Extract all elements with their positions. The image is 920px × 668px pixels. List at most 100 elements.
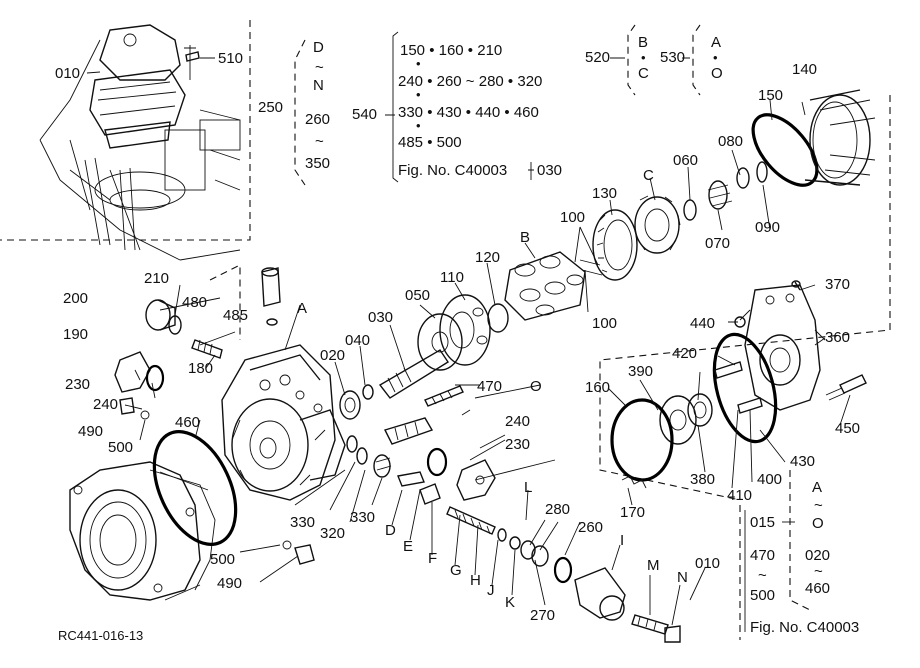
label-J: J <box>487 582 495 599</box>
plate-050 <box>417 313 463 371</box>
plug-230-240a <box>114 351 165 393</box>
small-040 <box>362 384 374 400</box>
pistons-B <box>504 251 586 321</box>
label-080: 080 <box>718 133 743 150</box>
label-D: D <box>385 522 396 539</box>
parts-380-420 <box>659 361 763 445</box>
label-320: 320 <box>320 525 345 542</box>
label-520: 520 <box>585 49 610 66</box>
label-360: 360 <box>825 329 850 346</box>
spool-230-240 <box>384 417 496 501</box>
label-010-main: 010 <box>695 555 720 572</box>
small-parts-060-090 <box>683 161 768 221</box>
range-540-ref: Fig. No. C40003 <box>398 162 507 179</box>
label-420: 420 <box>672 345 697 362</box>
rb-col2-v2: 460 <box>805 580 830 597</box>
label-N: N <box>677 569 688 586</box>
label-200: 200 <box>63 290 88 307</box>
label-110: 110 <box>440 269 464 286</box>
leader-lines <box>86 57 851 626</box>
inset-machine-view <box>39 24 241 261</box>
label-260: 260 <box>578 519 603 536</box>
label-L: L <box>524 479 532 496</box>
label-050: 050 <box>405 287 430 304</box>
range-540-line3: 330 • 430 • 440 • 460 <box>398 104 539 121</box>
label-020: 020 <box>320 347 345 364</box>
label-440: 440 <box>690 315 715 332</box>
svg-text:•: • <box>416 56 421 71</box>
svg-text:•: • <box>713 50 718 65</box>
label-M: M <box>647 557 660 574</box>
bolt-510 <box>185 51 200 62</box>
label-190: 190 <box>63 326 88 343</box>
label-230-right: 230 <box>505 436 530 453</box>
hub-460-flange <box>69 461 216 601</box>
part-labels: 010 510 250 540 520 530 140 150 060 080 … <box>55 49 860 624</box>
label-070: 070 <box>705 235 730 252</box>
label-B: B <box>520 229 530 246</box>
ring-460 <box>152 430 238 546</box>
range-bottom-right-block: 015 470 ~ 500 A ~ O 020 ~ 460 Fig. No. C… <box>744 479 859 636</box>
range-from: D <box>313 39 324 56</box>
bolt-470 <box>424 385 464 407</box>
label-100-bottom: 100 <box>592 315 617 332</box>
bracket-right-lower <box>789 470 811 611</box>
label-150: 150 <box>758 87 783 104</box>
retainer-120 <box>487 303 509 333</box>
bolt-490-500a <box>119 397 150 420</box>
range-540-block: 150 • 160 • 210 • 240 • 260 ~ 280 • 320 … <box>392 31 562 183</box>
bracket-480 <box>209 264 241 340</box>
rb-col1-bot: 500 <box>750 587 775 604</box>
label-490-left: 490 <box>78 423 103 440</box>
range-530-top: A <box>711 34 721 51</box>
label-460: 460 <box>175 414 200 431</box>
label-I: I <box>620 532 624 549</box>
label-210: 210 <box>144 270 169 287</box>
label-100-top: 100 <box>560 209 585 226</box>
bolt-490-500b <box>282 540 315 565</box>
range-530-bottom: O <box>711 65 723 82</box>
label-280: 280 <box>545 501 570 518</box>
shaft-030 <box>378 349 449 399</box>
label-230-left: 230 <box>65 376 90 393</box>
label-C: C <box>643 167 654 184</box>
label-A: A <box>297 300 307 317</box>
plate-130 <box>592 209 638 281</box>
rb-col2-top: A <box>812 479 822 496</box>
range-d-n-block: D ~ N 260 ~ 350 <box>305 39 330 172</box>
label-370: 370 <box>825 276 850 293</box>
label-040: 040 <box>345 332 370 349</box>
label-060: 060 <box>673 152 698 169</box>
rb-col2-v1: 020 <box>805 547 830 564</box>
label-160: 160 <box>585 379 610 396</box>
label-330-right: 330 <box>350 509 375 526</box>
bolt-450 <box>825 374 867 401</box>
label-510: 510 <box>218 50 243 67</box>
ring-150 <box>751 113 819 187</box>
svg-text:~: ~ <box>814 563 823 580</box>
bearing-020 <box>339 390 361 420</box>
svg-text:~: ~ <box>315 133 324 150</box>
label-400: 400 <box>757 471 782 488</box>
label-130: 130 <box>592 185 617 202</box>
range-520-block: B • C <box>638 34 649 82</box>
label-410: 410 <box>727 487 752 504</box>
svg-text:•: • <box>416 118 421 133</box>
label-170: 170 <box>620 504 645 521</box>
label-G: G <box>450 562 462 579</box>
label-240-right: 240 <box>505 413 530 430</box>
label-270: 270 <box>530 607 555 624</box>
seals-320-330 <box>346 435 392 478</box>
inset-border <box>0 20 251 241</box>
spool-D-N <box>397 471 681 643</box>
rb-col2-mid: O <box>812 515 824 532</box>
rb-col1-top: 015 <box>750 514 775 531</box>
label-480: 480 <box>182 294 207 311</box>
label-180: 180 <box>188 360 213 377</box>
range-540-line4: 485 • 500 <box>398 134 462 151</box>
svg-text:•: • <box>416 87 421 102</box>
bracket-d-n <box>294 39 306 186</box>
label-540: 540 <box>352 106 377 123</box>
